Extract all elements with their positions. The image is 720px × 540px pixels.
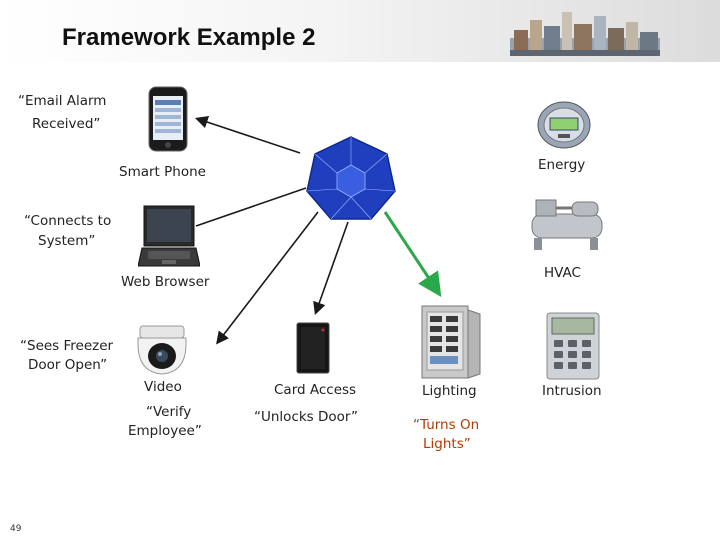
video-quote-line-2: Door Open” — [28, 357, 108, 373]
intrusion-label: Intrusion — [542, 383, 602, 399]
smart-phone-label: Smart Phone — [119, 164, 206, 180]
card-access-label: Card Access — [274, 382, 357, 398]
arrow-to-smart-phone — [194, 115, 301, 154]
smart-phone-quote-line-2: Received” — [32, 116, 101, 132]
video-label: Video — [144, 379, 182, 395]
hvac-chiller-icon[interactable] — [528, 196, 608, 252]
intrusion-keypad-icon[interactable] — [546, 312, 600, 380]
energy-meter-icon[interactable] — [536, 100, 592, 150]
video-quote-line-3: “Verify — [146, 404, 192, 420]
video-quote-line-1: “Sees Freezer — [20, 338, 114, 354]
smart-phone-icon[interactable] — [148, 86, 188, 152]
city-skyline-image — [510, 12, 660, 56]
energy-label: Energy — [538, 157, 586, 173]
hvac-label: HVAC — [544, 265, 581, 281]
lighting-panel-icon[interactable] — [420, 304, 482, 380]
arrow-to-lighting — [383, 211, 442, 298]
card-access-quote: “Unlocks Door” — [254, 409, 359, 425]
video-quote-line-4: Employee” — [128, 423, 202, 439]
arrow-from-web-browser — [195, 187, 307, 227]
lighting-label: Lighting — [422, 383, 477, 399]
web-browser-quote-line-2: System” — [38, 233, 96, 249]
lighting-quote-line-2: Lights” — [423, 436, 471, 452]
slide-number: 49 — [10, 524, 22, 534]
laptop-icon[interactable] — [138, 204, 200, 268]
lighting-quote-line-1: “Turns On — [413, 417, 480, 433]
arrow-to-card-access — [313, 221, 349, 316]
dome-camera-icon[interactable] — [134, 324, 190, 376]
slide-title: Framework Example 2 — [62, 24, 316, 51]
framework-hub-icon — [306, 136, 396, 220]
web-browser-quote-line-1: “Connects to — [24, 213, 112, 229]
card-reader-icon[interactable] — [296, 322, 330, 374]
smart-phone-quote-line-1: “Email Alarm — [18, 93, 107, 109]
web-browser-label: Web Browser — [121, 274, 210, 290]
arrow-to-video — [216, 211, 319, 345]
